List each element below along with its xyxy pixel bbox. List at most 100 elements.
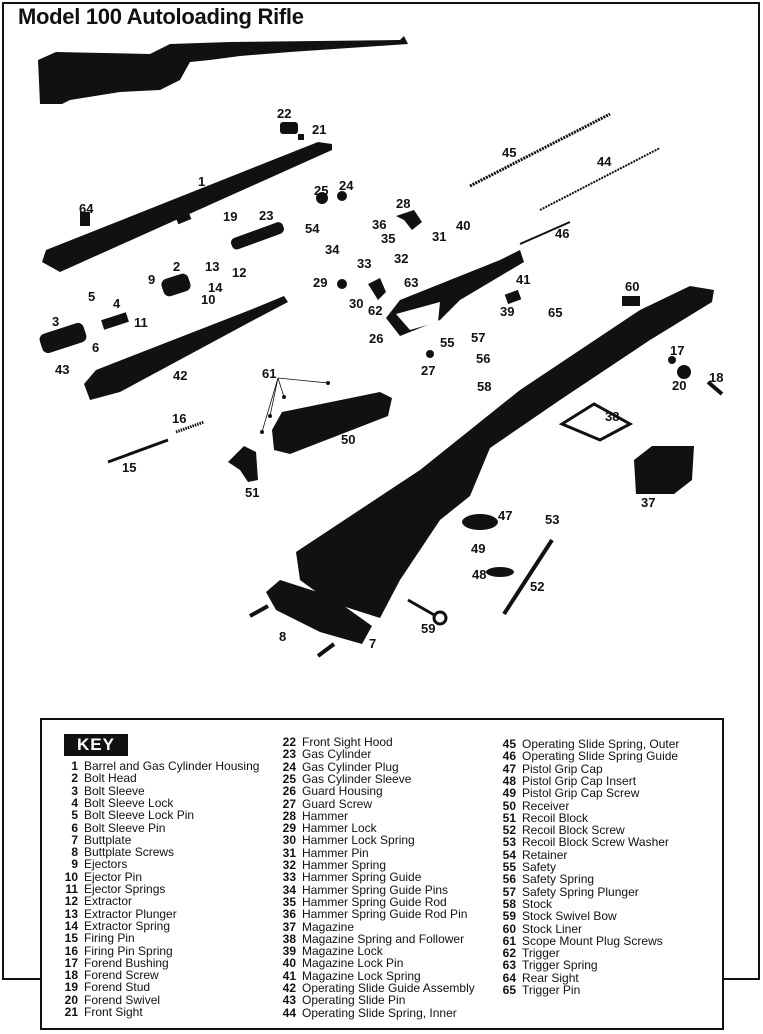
callout-65: 65 bbox=[548, 305, 563, 320]
callout-13: 13 bbox=[205, 259, 220, 274]
part-front-sight-hood bbox=[280, 122, 298, 134]
page-title: Model 100 Autoloading Rifle bbox=[18, 4, 304, 29]
callout-46: 46 bbox=[555, 226, 570, 241]
callout-17: 17 bbox=[670, 343, 685, 358]
callout-27: 27 bbox=[421, 363, 436, 378]
callout-10: 10 bbox=[201, 292, 216, 307]
callout-24: 24 bbox=[339, 178, 354, 193]
callout-58: 58 bbox=[477, 379, 492, 394]
part-operating-slide-spring-outer bbox=[469, 112, 611, 188]
part-operating-slide-guide bbox=[84, 296, 288, 400]
callout-16: 16 bbox=[172, 411, 187, 426]
callout-22: 22 bbox=[277, 106, 292, 121]
part-rear-sight bbox=[80, 212, 90, 226]
part-gas-cylinder bbox=[230, 222, 284, 250]
callout-25: 25 bbox=[314, 183, 329, 198]
callout-6: 6 bbox=[92, 340, 100, 355]
part-bolt-sleeve-lock bbox=[101, 312, 129, 330]
callout-29: 29 bbox=[313, 275, 328, 290]
callout-12: 12 bbox=[232, 265, 247, 280]
callout-20: 20 bbox=[672, 378, 687, 393]
callout-50: 50 bbox=[341, 432, 356, 447]
callout-28: 28 bbox=[396, 196, 411, 211]
callout-7: 7 bbox=[369, 636, 377, 651]
callout-26: 26 bbox=[369, 331, 384, 346]
part-stock-liner bbox=[622, 296, 640, 306]
part-forend-bushing bbox=[668, 356, 676, 364]
part-stock-swivel-bow bbox=[407, 598, 437, 618]
part-gas-cylinder-plug bbox=[337, 191, 347, 201]
callout-45: 45 bbox=[502, 145, 517, 160]
part-forend-swivel bbox=[677, 365, 691, 379]
callout-53: 53 bbox=[545, 512, 560, 527]
callout-30: 30 bbox=[349, 296, 364, 311]
part-buttplate-screw-bottom bbox=[316, 642, 336, 658]
key-heading: KEY bbox=[64, 734, 128, 756]
part-front-sight bbox=[298, 134, 304, 140]
callout-32: 32 bbox=[394, 251, 409, 266]
callout-55: 55 bbox=[440, 335, 455, 350]
callout-2: 2 bbox=[173, 259, 181, 274]
part-bolt-sleeve bbox=[39, 322, 87, 354]
callout-9: 9 bbox=[148, 272, 156, 287]
part-operating-slide-spring-inner bbox=[539, 147, 661, 211]
callout-63: 63 bbox=[404, 275, 419, 290]
callout-47: 47 bbox=[498, 508, 513, 523]
callout-11: 11 bbox=[134, 315, 148, 330]
part-stock bbox=[296, 286, 714, 618]
rifle-silhouette bbox=[38, 36, 408, 104]
part-pistol-grip-cap bbox=[462, 514, 498, 530]
callout-21: 21 bbox=[312, 122, 327, 137]
callout-52: 52 bbox=[530, 579, 545, 594]
callout-54: 54 bbox=[305, 221, 320, 236]
part-pistol-grip-cap-insert bbox=[486, 567, 514, 577]
part-magazine-lock bbox=[504, 289, 522, 305]
callout-57: 57 bbox=[471, 330, 486, 345]
callout-35: 35 bbox=[381, 231, 396, 246]
part-trigger bbox=[368, 278, 386, 300]
part-magazine-spring bbox=[558, 402, 634, 442]
callout-15: 15 bbox=[122, 460, 137, 475]
callout-40: 40 bbox=[456, 218, 471, 233]
part-hammer-lock bbox=[337, 279, 347, 289]
callout-41: 41 bbox=[516, 272, 531, 287]
